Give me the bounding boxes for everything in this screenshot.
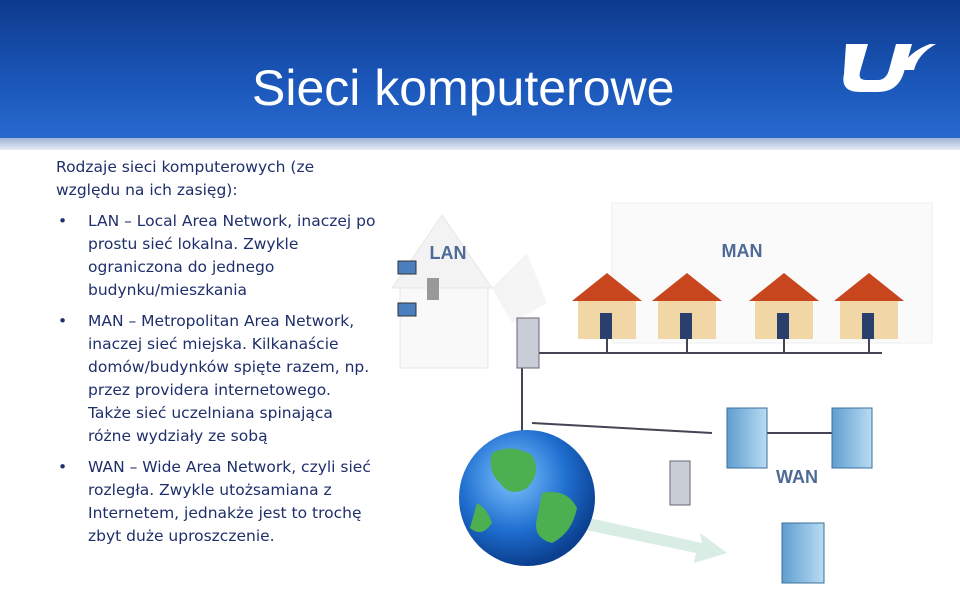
globe-icon — [459, 430, 595, 566]
network-diagram: LAN MAN — [391, 202, 933, 584]
wan-label: WAN — [776, 467, 818, 487]
man-label: MAN — [722, 241, 763, 261]
slide-header — [0, 0, 960, 145]
arrow-icon — [562, 513, 727, 563]
bullet-wan: WAN – Wide Area Network, czyli sieć rozl… — [56, 456, 376, 548]
bullet-lan: LAN – Local Area Network, inaczej po pro… — [56, 210, 376, 302]
header-divider — [0, 138, 960, 150]
bullet-man: MAN – Metropolitan Area Network, inaczej… — [56, 310, 376, 448]
slide-title: Sieci komputerowe — [252, 60, 675, 116]
wan-building — [726, 407, 873, 584]
university-logo — [843, 44, 936, 92]
lan-label: LAN — [430, 243, 467, 263]
slide-text: Rodzaje sieci komputerowych (ze względu … — [56, 156, 376, 556]
house-icon — [834, 273, 904, 339]
house-icon — [572, 273, 642, 339]
intro-text: Rodzaje sieci komputerowych (ze względu … — [56, 158, 315, 199]
server-icon — [669, 460, 691, 506]
bullet-list: LAN – Local Area Network, inaczej po pro… — [56, 210, 376, 548]
house-icon — [652, 273, 722, 339]
server-icon — [516, 317, 540, 369]
house-icon — [749, 273, 819, 339]
computer-icon — [397, 260, 439, 317]
lan-house — [391, 214, 547, 369]
